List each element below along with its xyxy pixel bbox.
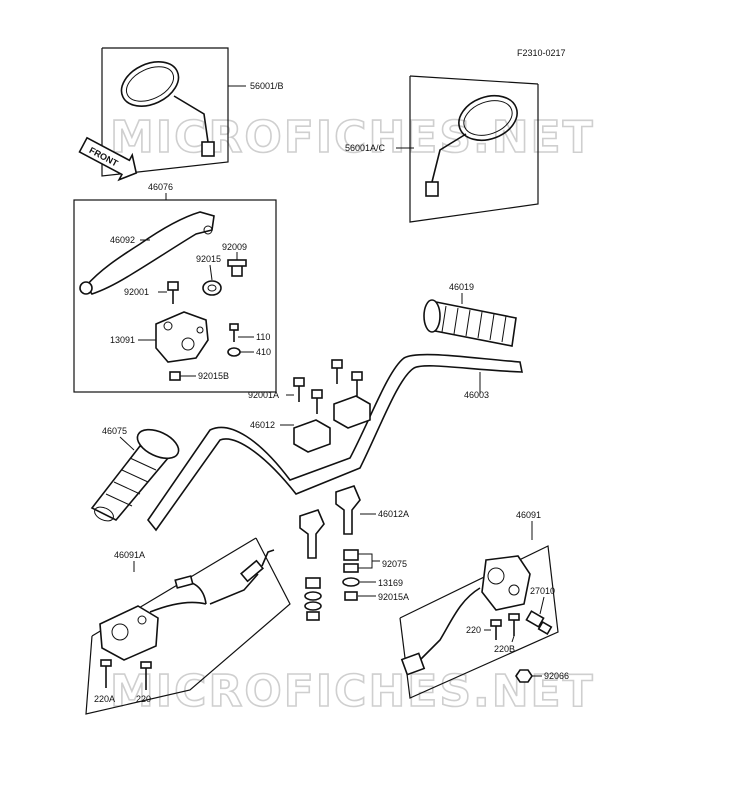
- label-92015b: 92015B: [198, 371, 229, 381]
- label-92009: 92009: [222, 242, 247, 252]
- label-46091a: 46091A: [114, 550, 145, 560]
- left-switch-group: 46091A 220A 220: [85, 537, 291, 715]
- left-switch-frame: [85, 537, 291, 715]
- right-switch-connector: [400, 652, 426, 676]
- lever-holder-13091: [155, 311, 209, 363]
- mirror-left-group: 56001/B: [101, 47, 284, 177]
- label-92075: 92075: [382, 559, 407, 569]
- holders-46012: [293, 395, 371, 453]
- watermark-bottom: MICROFICHES.NET: [110, 666, 595, 717]
- washers-stack: [304, 549, 360, 621]
- washer-410: [227, 347, 241, 357]
- label-220b: 220B: [494, 644, 515, 654]
- mirror-left-part: [120, 61, 215, 157]
- right-switch-group: 46091 27010 220 220B 92066: [399, 510, 569, 699]
- label-46003: 46003: [464, 390, 489, 400]
- lever-assy-frame: [73, 199, 277, 393]
- bolts-92001a: [293, 359, 363, 414]
- drawing-code: F2310-0217: [517, 48, 566, 58]
- nut-92015b: [169, 371, 181, 381]
- nut-92066: [515, 669, 533, 683]
- label-56001-b: 56001/B: [250, 81, 284, 91]
- screw-110: [229, 323, 239, 342]
- lever-assy-group: 46076 46092 92009 92015 92001: [73, 182, 277, 393]
- label-410: 410: [256, 347, 271, 357]
- lever-part: [84, 211, 215, 295]
- label-220-right: 220: [466, 625, 481, 635]
- label-27010: 27010: [530, 586, 555, 596]
- mirror-right-part: [425, 94, 518, 197]
- watermark-top: MICROFICHES.NET: [110, 112, 595, 163]
- risers-46012a: [299, 485, 361, 559]
- grip-46075: [90, 428, 180, 522]
- mirror-right-frame: [409, 76, 539, 223]
- mirror-left-frame: [101, 47, 229, 177]
- label-13091: 13091: [110, 335, 135, 345]
- adjuster-screw: [227, 259, 247, 277]
- label-220a: 220A: [94, 694, 115, 704]
- right-switch-housing: [481, 555, 531, 611]
- throttle-grip-46019: [423, 299, 517, 347]
- label-46019: 46019: [449, 282, 474, 292]
- label-110: 110: [256, 332, 270, 342]
- left-switch-housing: [99, 605, 159, 661]
- label-92015a: 92015A: [378, 592, 409, 602]
- label-92066: 92066: [544, 671, 569, 681]
- label-46076: 46076: [148, 182, 173, 192]
- bolt-92001: [167, 281, 179, 304]
- switch-part-27010: [525, 610, 553, 636]
- mirror-right-group: 56001A/C: [345, 75, 539, 223]
- label-46075: 46075: [102, 426, 127, 436]
- label-46012a: 46012A: [378, 509, 409, 519]
- label-220-left: 220: [136, 694, 151, 704]
- label-92001: 92001: [124, 287, 149, 297]
- label-46012: 46012: [250, 420, 275, 430]
- left-switch-cable: [149, 601, 207, 613]
- label-92015: 92015: [196, 254, 221, 264]
- nut-92015: [202, 280, 222, 296]
- label-92001a: 92001A: [248, 390, 279, 400]
- label-46092: 46092: [110, 235, 135, 245]
- label-46091: 46091: [516, 510, 541, 520]
- label-56001a-c: 56001A/C: [345, 143, 386, 153]
- handlebar-46003: [147, 353, 523, 532]
- label-13169: 13169: [378, 578, 403, 588]
- right-switch-cable: [419, 587, 481, 661]
